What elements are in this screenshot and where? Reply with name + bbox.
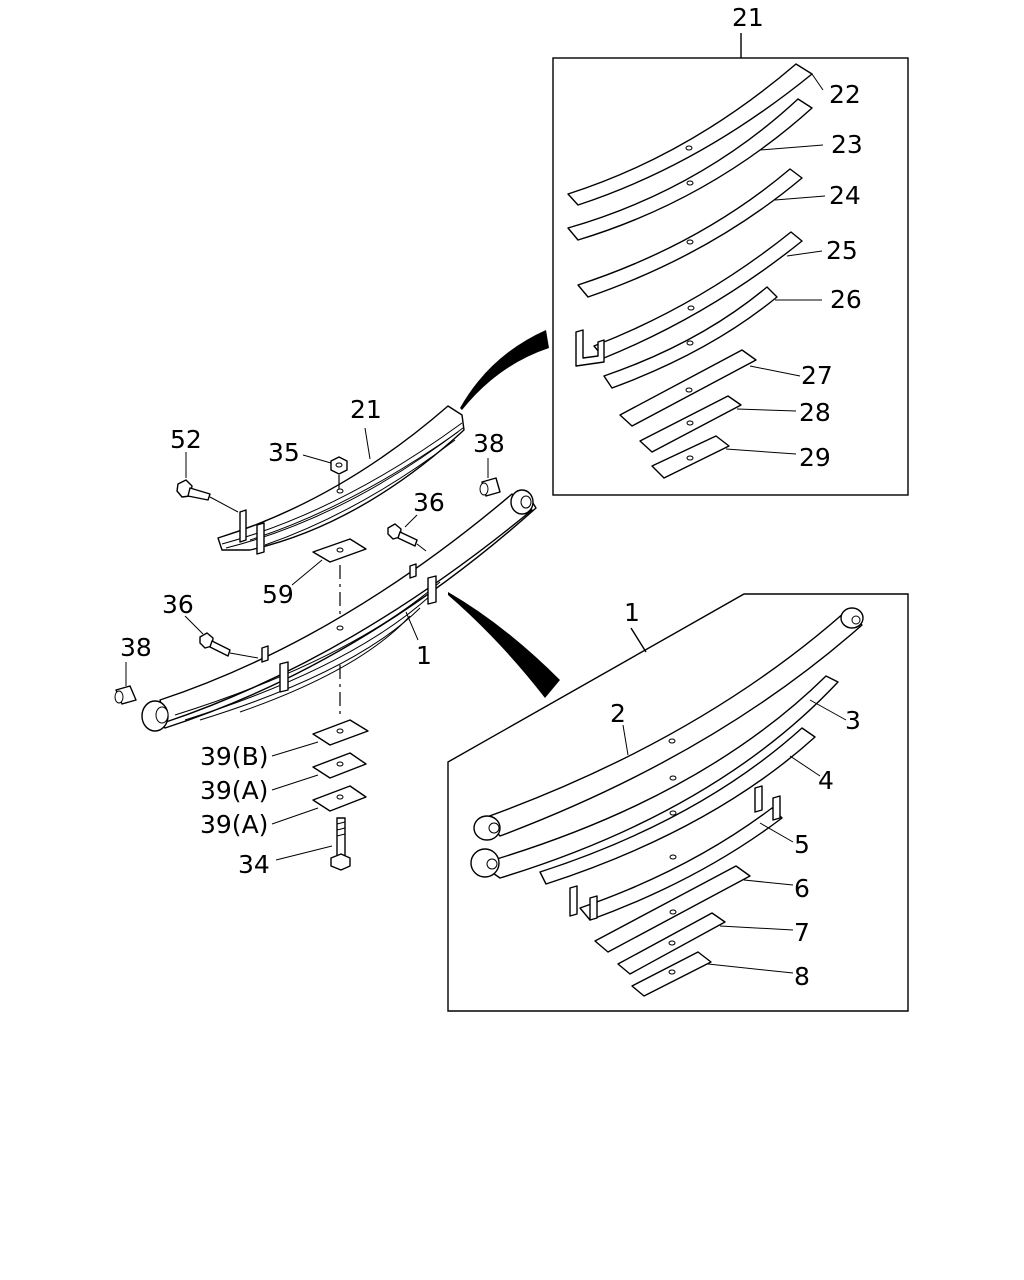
leaf-4 bbox=[539, 727, 816, 885]
callout-24: 24 bbox=[829, 181, 861, 210]
main-assembly-view: 21 52 35 38 36 59 36 38 1 39(B) 39(A) 39… bbox=[114, 395, 537, 879]
callout-3: 3 bbox=[845, 706, 861, 735]
leaf-25 bbox=[593, 231, 803, 359]
callout-8: 8 bbox=[794, 962, 810, 991]
callout-25: 25 bbox=[826, 236, 858, 265]
callout-6: 6 bbox=[794, 874, 810, 903]
callout-7: 7 bbox=[794, 918, 810, 947]
bolt-34 bbox=[275, 817, 351, 871]
callout-21-main: 21 bbox=[350, 395, 382, 424]
leaf-23 bbox=[567, 98, 813, 241]
pad-39-a-2 bbox=[271, 785, 367, 825]
callout-27: 27 bbox=[801, 361, 833, 390]
pad-39-a-1 bbox=[271, 752, 367, 791]
callout-36-lower: 36 bbox=[162, 590, 194, 619]
bushing-38-left bbox=[114, 662, 137, 705]
leaf-2 bbox=[483, 611, 863, 837]
leaf-3 bbox=[479, 675, 839, 879]
connector-arrow-lower bbox=[448, 592, 560, 698]
callout-39a-1: 39(A) bbox=[200, 776, 268, 805]
nut-35 bbox=[302, 454, 348, 492]
bushing-38-right bbox=[479, 458, 501, 497]
callout-59: 59 bbox=[262, 580, 294, 609]
leaf-clip-25 bbox=[575, 329, 605, 367]
pad-59 bbox=[291, 538, 367, 628]
callout-52: 52 bbox=[170, 425, 202, 454]
leaf-5 bbox=[579, 807, 783, 921]
bolt-52 bbox=[176, 452, 239, 513]
bolt-36-lower bbox=[184, 615, 259, 659]
callout-4: 4 bbox=[818, 766, 834, 795]
callout-38-left: 38 bbox=[120, 633, 152, 662]
leaf-26 bbox=[603, 286, 778, 389]
callout-28: 28 bbox=[799, 398, 831, 427]
leaf-24 bbox=[577, 168, 803, 298]
detail-box-1: 1 2 3 4 5 6 7 8 bbox=[447, 593, 909, 1012]
callout-39a-2: 39(A) bbox=[200, 810, 268, 839]
callout-21-top: 21 bbox=[732, 3, 764, 32]
callout-22: 22 bbox=[829, 80, 861, 109]
callout-2: 2 bbox=[610, 699, 626, 728]
callout-34: 34 bbox=[238, 850, 270, 879]
main-spring-1 bbox=[141, 489, 537, 732]
callout-1-main: 1 bbox=[416, 641, 432, 670]
leaf-6 bbox=[594, 865, 751, 953]
callout-23: 23 bbox=[831, 130, 863, 159]
connector-arrow-upper bbox=[460, 330, 549, 410]
callout-29: 29 bbox=[799, 443, 831, 472]
detail-box-21: 21 22 23 24 25 26 27 28 29 bbox=[552, 3, 909, 496]
callout-38-right: 38 bbox=[473, 429, 505, 458]
callout-36-upper: 36 bbox=[413, 488, 445, 517]
callout-26: 26 bbox=[830, 285, 862, 314]
pad-39-b bbox=[271, 719, 369, 757]
callout-1-box: 1 bbox=[624, 598, 640, 627]
callout-5: 5 bbox=[794, 830, 810, 859]
bolt-36-upper bbox=[387, 514, 427, 552]
upper-spring-stack bbox=[217, 405, 465, 551]
callout-35: 35 bbox=[268, 438, 300, 467]
callout-39b: 39(B) bbox=[200, 742, 268, 771]
